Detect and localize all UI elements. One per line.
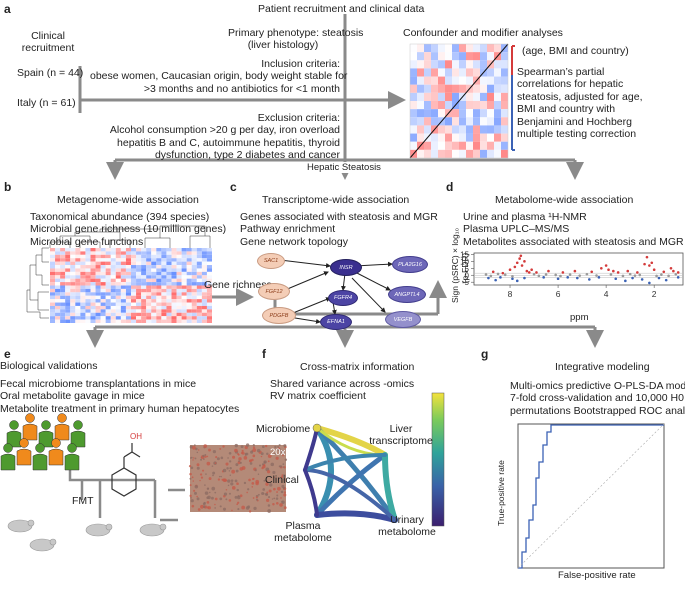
panel-b-title: Metagenome-wide association [57, 194, 199, 206]
gene-node-angptl4: ANGPTL4 [388, 286, 426, 303]
gene-node-fgfr4: FGFR4 [328, 290, 358, 306]
panel-d-description: Urine and plasma ¹H-NMR Plasma UPLC–MS/M… [463, 211, 684, 248]
gene-node-insr: INSR [330, 259, 362, 276]
spearman-description: Spearman’s partial correlations for hepa… [517, 66, 643, 140]
fmt-label: FMT [72, 495, 94, 507]
panel-f-label: f [262, 347, 266, 361]
confounder-bracket-label: (age, BMI and country) [522, 45, 629, 57]
hepatic-steatosis-label: Hepatic Steatosis [305, 162, 383, 174]
inclusion-criteria: Inclusion criteria: obese women, Caucasi… [90, 58, 348, 95]
panel-e-title: Biological validations [0, 360, 98, 372]
gene-node-fgf12: FGF12 [258, 283, 290, 300]
panel-g-label: g [481, 347, 489, 361]
panel-b-description: Taxonomical abundance (394 species) Micr… [30, 211, 227, 248]
metabolome-x-axis-label: ppm [570, 312, 589, 323]
gene-richness-label: Gene richness [204, 279, 272, 291]
roc-x-axis-label: False-positive rate [558, 570, 636, 581]
panel-b-label: b [4, 180, 12, 194]
hydroxyl-label: OH [130, 432, 142, 441]
gene-node-pdgfb: PDGFB [262, 307, 296, 324]
metabolome-y-axis-label: Sign (pSRC) × log₁₀ (p-FDR) [449, 227, 470, 304]
spain-count: Spain (n = 44) [17, 67, 84, 79]
exclusion-criteria: Exclusion criteria: Alcohol consumption … [109, 112, 340, 162]
panel-d-label: d [446, 180, 454, 194]
panel-f-description: Shared variance across -omics RV matrix … [270, 378, 415, 403]
roc-y-axis-label: True-positive rate [495, 460, 506, 526]
clinical-recruitment-label: Clinical recruitment [21, 30, 75, 55]
primary-phenotype: Primary phenotype: steatosis (liver hist… [228, 27, 364, 52]
panel-g-title: Integrative modeling [555, 361, 650, 373]
microbiome-node-label: Microbiome [256, 423, 311, 435]
panel-g-description: Multi-omics predictive O-PLS-DA models 7… [510, 380, 685, 417]
urinary-node-label: Urinary metabolome [378, 514, 436, 539]
confounder-title: Confounder and modifier analyses [403, 27, 563, 39]
panel-a-header: Patient recruitment and clinical data [258, 3, 425, 15]
panel-a-label: a [4, 2, 11, 16]
magnification-label: 20x [270, 447, 286, 458]
panel-e-description: Fecal microbiome transplantations in mic… [0, 378, 240, 415]
panel-f-title: Cross-matrix information [300, 361, 415, 373]
gene-node-efna1: EFNA1 [320, 314, 352, 330]
panel-c-description: Genes associated with steatosis and MGR … [240, 211, 438, 248]
gene-node-pla2g16: PLA2G16 [392, 256, 428, 273]
liver-node-label: Liver transcriptome [369, 423, 433, 448]
plasma-node-label: Plasma metabolome [274, 520, 332, 545]
gene-node-vegfb: VEGFB [385, 311, 421, 328]
panel-e-label: e [4, 347, 11, 361]
panel-c-label: c [230, 180, 237, 194]
gene-node-sac1: SAC1 [257, 253, 285, 269]
italy-count: Italy (n = 61) [17, 97, 76, 109]
panel-c-title: Transcriptome-wide association [262, 194, 410, 206]
clinical-node-label: Clinical [265, 474, 299, 486]
panel-d-title: Metabolome-wide association [495, 194, 634, 206]
